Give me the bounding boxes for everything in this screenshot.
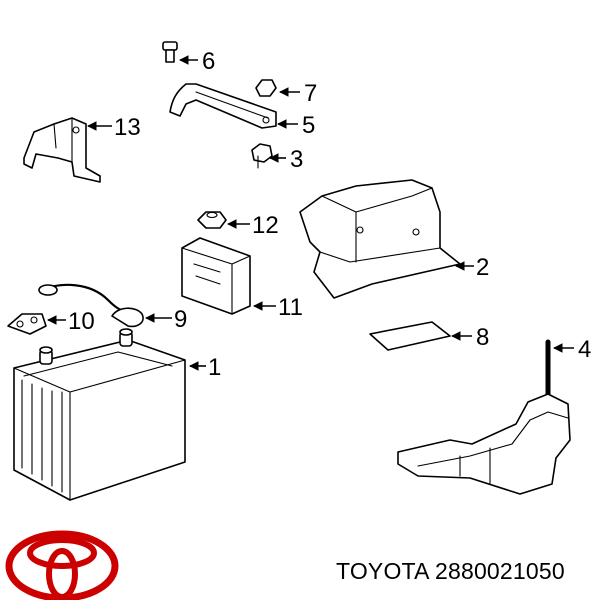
- leader-lines: [47, 55, 574, 371]
- bolt-part-3: [251, 143, 273, 169]
- callout-12: 12: [252, 212, 279, 239]
- bracket-part-13: [23, 117, 101, 183]
- callout-4: 4: [578, 336, 591, 363]
- callout-10: 10: [68, 308, 95, 335]
- callout-11: 11: [278, 294, 303, 321]
- cable-part: [38, 283, 144, 328]
- callout-7: 7: [304, 80, 317, 107]
- bolt-part-6: [162, 41, 178, 63]
- callout-3: 3: [290, 146, 303, 173]
- callout-9: 9: [174, 306, 187, 333]
- battery-part: [13, 328, 186, 501]
- callout-1: 1: [208, 354, 221, 381]
- callout-13: 13: [114, 114, 141, 141]
- callout-labels: 1 2 3 4 5 6 7 8 9 10 11 12 13: [68, 48, 591, 381]
- insulator-part: [181, 237, 251, 315]
- pad-part: [369, 321, 451, 351]
- clamp-part: [7, 313, 47, 335]
- hold-down-bar-part: [169, 83, 277, 129]
- tray-cover-part: [299, 179, 461, 299]
- part-caption: TOYOTA 2880021050: [336, 558, 565, 585]
- brand-name: TOYOTA: [336, 558, 429, 584]
- toyota-logo-icon: [5, 530, 119, 600]
- callout-5: 5: [302, 112, 315, 139]
- callout-8: 8: [476, 324, 489, 351]
- battery-tray-part: [397, 339, 571, 495]
- part-number: 2880021050: [434, 558, 565, 584]
- callout-2: 2: [476, 254, 489, 281]
- nut-part-7: [255, 79, 277, 97]
- nut-part-12: [197, 211, 227, 229]
- callout-6: 6: [202, 48, 215, 75]
